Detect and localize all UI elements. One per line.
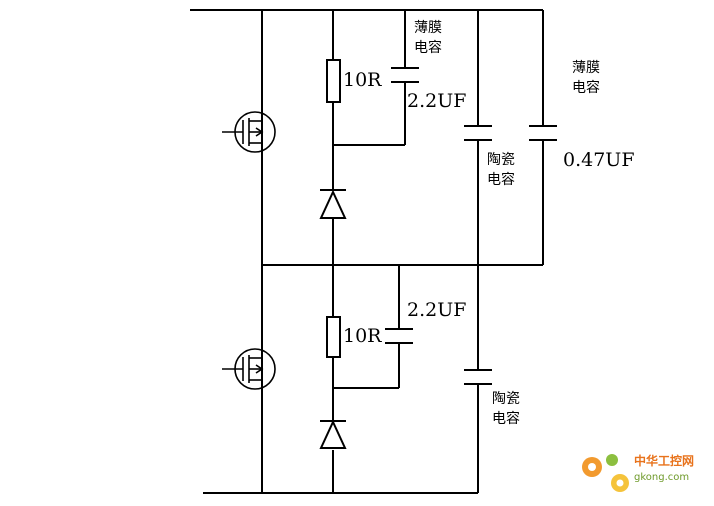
ceramic-capacitor-bottom-icon bbox=[464, 369, 492, 385]
film-cap-right-label-line1: 薄膜 bbox=[572, 60, 600, 76]
capacitor-bottom-icon bbox=[385, 328, 413, 344]
ceramic-cap-top-label-line2: 电容 bbox=[487, 171, 515, 188]
cap-top-value: 2.2UF bbox=[407, 90, 466, 112]
film-cap-right-label-line2: 电容 bbox=[572, 79, 600, 96]
wiring bbox=[190, 9, 544, 494]
mosfet-top-icon bbox=[222, 111, 276, 153]
ceramic-capacitor-top-icon bbox=[464, 125, 492, 141]
watermark-logo: 中华工控网 gkong.com bbox=[582, 453, 694, 492]
mosfet-bottom-icon bbox=[222, 348, 276, 390]
ceramic-cap-top-label-line1: 陶瓷 bbox=[487, 152, 515, 168]
film-capacitor-right-icon bbox=[529, 125, 557, 141]
resistor-bottom-value: 10R bbox=[343, 325, 382, 347]
cap-right-value: 0.47UF bbox=[563, 149, 635, 171]
diode-top-icon bbox=[319, 189, 347, 219]
resistor-bottom-icon bbox=[326, 316, 341, 358]
gear-icon bbox=[582, 454, 629, 492]
watermark-title: 中华工控网 bbox=[634, 453, 694, 468]
ceramic-cap-bottom-label-line1: 陶瓷 bbox=[492, 391, 520, 407]
capacitor-top-icon bbox=[391, 67, 419, 83]
diode-bottom-icon bbox=[319, 419, 347, 449]
watermark-url: gkong.com bbox=[634, 472, 689, 483]
ceramic-cap-bottom-label-line2: 电容 bbox=[492, 410, 520, 427]
resistor-top-icon bbox=[326, 59, 341, 103]
film-cap-top-label-line1: 薄膜 bbox=[414, 20, 442, 36]
film-cap-top-label-line2: 电容 bbox=[414, 39, 442, 56]
cap-bottom-value: 2.2UF bbox=[407, 299, 466, 321]
resistor-top-value: 10R bbox=[343, 69, 382, 91]
